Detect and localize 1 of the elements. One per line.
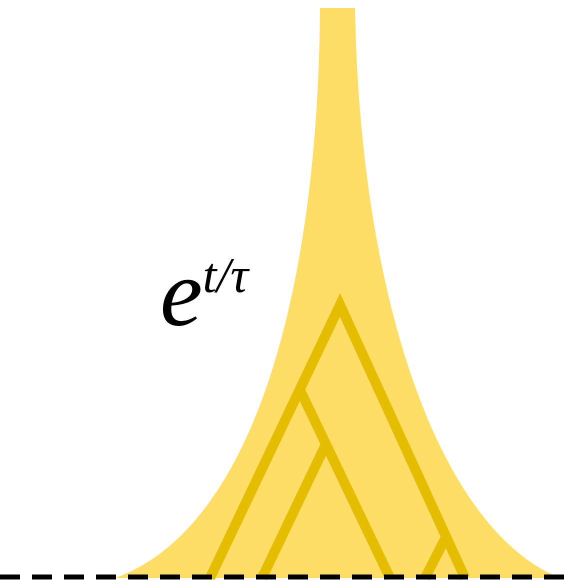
formula: e$^{t/τ}$ bbox=[160, 245, 248, 341]
